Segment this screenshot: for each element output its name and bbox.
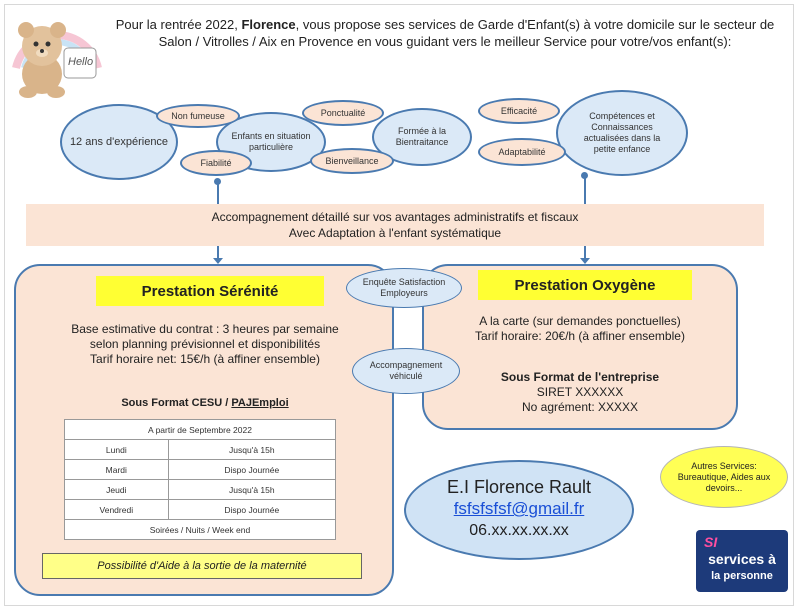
oxygene-agrement: No agrément: XXXXX — [521, 400, 639, 414]
teddy-bear-logo: Hello — [6, 8, 104, 100]
bubble-vehicule: Accompagnement véhiculé — [352, 348, 460, 394]
accompagnement-band: Accompagnement détaillé sur vos avantage… — [26, 204, 764, 246]
oxygene-line2: Tarif horaire: 20€/h (à affiner ensemble… — [475, 329, 685, 343]
oxygene-entreprise: Sous Format de l'entreprise SIRET XXXXXX… — [432, 370, 728, 415]
band-line1: Accompagnement détaillé sur vos avantage… — [211, 210, 579, 224]
bubble-fiabilite: Fiabilité — [180, 150, 252, 176]
bubble-efficacite: Efficacité — [478, 98, 560, 124]
connector-right-dot — [581, 172, 588, 179]
contact-phone: 06.xx.xx.xx.xx — [469, 522, 569, 539]
serenite-details: Base estimative du contrat : 3 heures pa… — [30, 322, 380, 367]
serenite-title: Prestation Sérénité — [96, 276, 324, 306]
arrow-right-line — [584, 246, 586, 260]
oxygene-format: Sous Format de l'entreprise — [500, 370, 660, 384]
serenite-line1: Base estimative du contrat : 3 heures pa… — [71, 322, 339, 336]
bubble-bienveillance: Bienveillance — [310, 148, 394, 174]
arrow-left-line — [217, 246, 219, 260]
serenite-format: Sous Format CESU / PAJEmploi — [121, 397, 289, 409]
contact-card: E.I Florence Rault fsfsfsfsf@gmail.fr 06… — [404, 460, 634, 560]
arrow-right-head — [580, 258, 590, 264]
intro-text: Pour la rentrée 2022, Florence, vous pro… — [110, 16, 780, 50]
logo-line1: services à — [708, 551, 776, 567]
connector-left — [217, 180, 219, 204]
serenite-line3: Tarif horaire net: 15€/h (à affiner ense… — [90, 352, 320, 366]
page-frame — [4, 4, 794, 606]
band-line2: Avec Adaptation à l'enfant systématique — [288, 226, 502, 240]
bubble-enquete: Enquête Satisfaction Employeurs — [346, 268, 462, 308]
intro-part1: Pour la rentrée 2022, — [115, 17, 242, 32]
oxygene-siret: SIRET XXXXXX — [536, 385, 624, 399]
logo-si: SI — [704, 534, 718, 550]
schedule-footer: Soirées / Nuits / Week end — [64, 519, 336, 540]
connector-right — [584, 174, 586, 204]
maternite-note: Possibilité d'Aide à la sortie de la mat… — [42, 553, 362, 579]
services-a-la-personne-logo: SI services à la personne — [696, 530, 788, 592]
hello-sign: Hello — [68, 56, 94, 68]
serenite-line2: selon planning prévisionnel et disponibi… — [89, 337, 321, 351]
contact-email[interactable]: fsfsfsfsf@gmail.fr — [453, 499, 585, 518]
oxygene-title: Prestation Oxygène — [478, 270, 692, 300]
intro-name: Florence — [241, 17, 296, 32]
intro-part2: , vous propose ses services de Garde d'E… — [158, 17, 775, 49]
bubble-competences: Compétences et Connaissances actualisées… — [556, 90, 688, 176]
pajemploi-link[interactable]: PAJEmploi — [231, 397, 289, 409]
autres-services: Autres Services: Bureautique, Aides aux … — [660, 446, 788, 508]
oxygene-line1: A la carte (sur demandes ponctuelles) — [479, 314, 681, 328]
bubble-adaptabilite: Adaptabilité — [478, 138, 566, 166]
schedule-header: A partir de Septembre 2022 — [64, 419, 336, 440]
bubble-ponctualite: Ponctualité — [302, 100, 384, 126]
oxygene-details: A la carte (sur demandes ponctuelles) Ta… — [432, 314, 728, 344]
arrow-left-head — [213, 258, 223, 264]
connector-left-dot — [214, 178, 221, 185]
contact-name: E.I Florence Rault — [446, 477, 592, 497]
bubble-non-fumeuse: Non fumeuse — [156, 104, 240, 128]
logo-line2: la personne — [711, 570, 773, 582]
